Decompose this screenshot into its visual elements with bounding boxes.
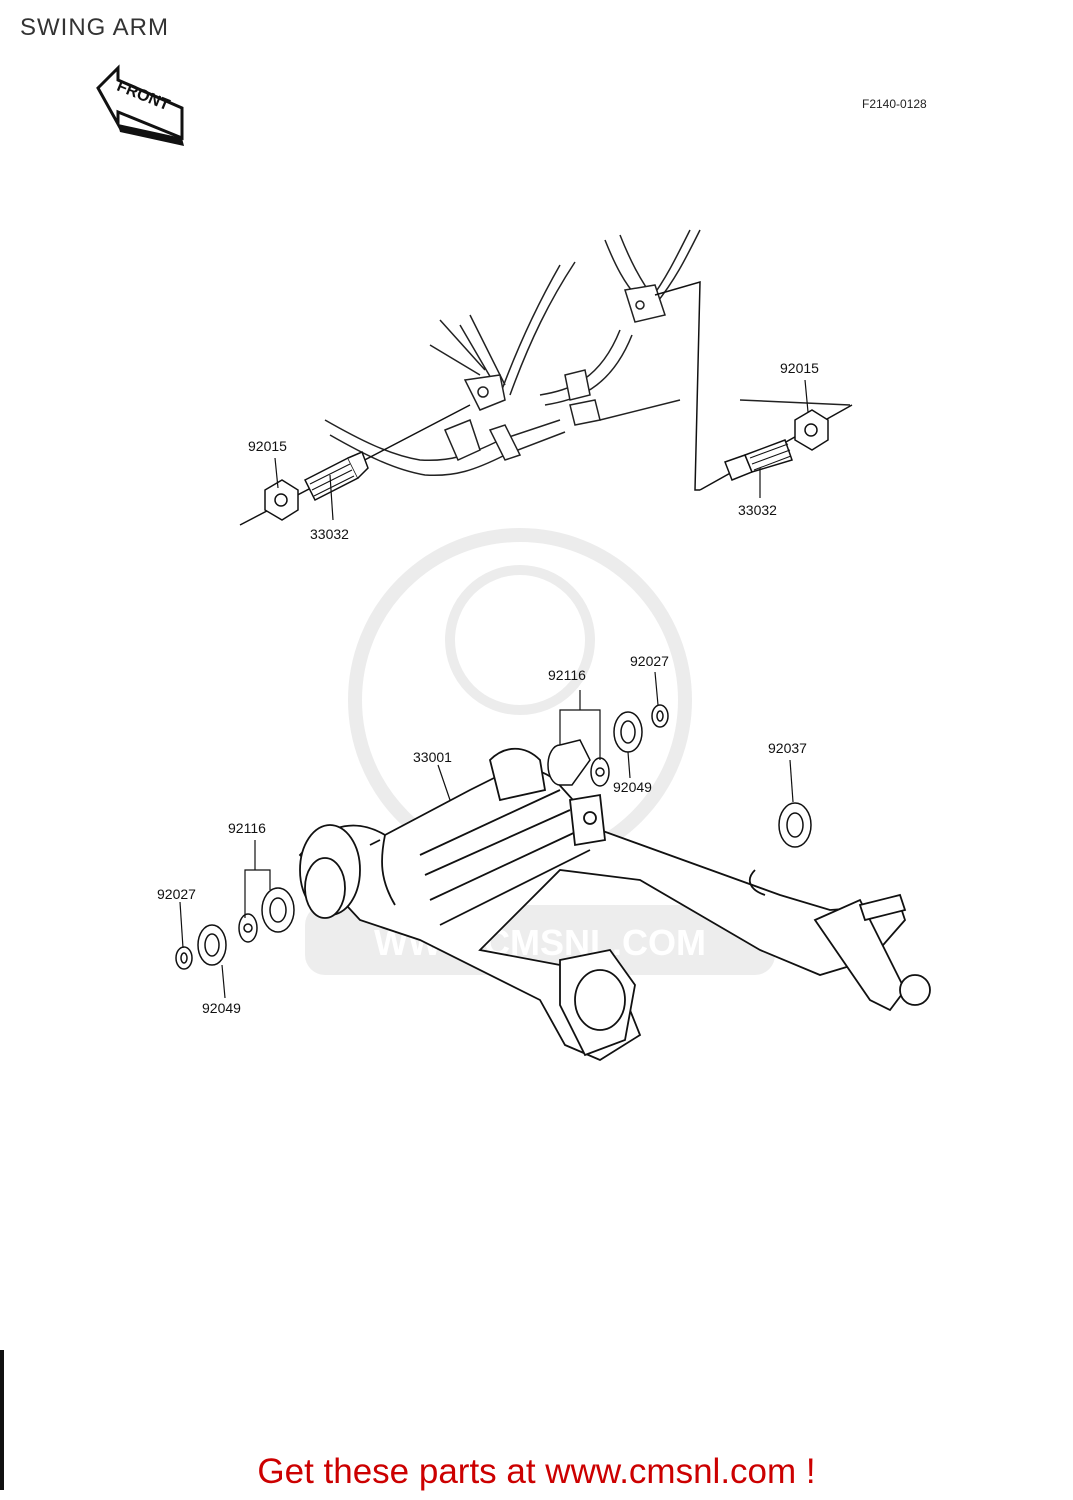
label-92116-top: 92116 bbox=[548, 667, 586, 683]
label-92049-left: 92049 bbox=[202, 1000, 241, 1016]
label-92027-left: 92027 bbox=[157, 886, 196, 902]
swing-arm bbox=[298, 747, 931, 1062]
pivot-assembly-left bbox=[239, 404, 471, 526]
label-92049-top: 92049 bbox=[613, 779, 652, 795]
frame-section bbox=[324, 229, 851, 477]
leader-lines-upper bbox=[274, 379, 809, 521]
bearing-set-left bbox=[175, 887, 295, 970]
scan-edge-mark bbox=[0, 1350, 4, 1490]
footer-link[interactable]: Get these parts at www.cmsnl.com ! bbox=[257, 1452, 816, 1491]
label-92015-right: 92015 bbox=[780, 360, 819, 376]
pivot-assembly-right bbox=[654, 280, 853, 491]
label-33001: 33001 bbox=[413, 749, 452, 765]
diagram-code: F2140-0128 bbox=[862, 97, 927, 111]
bearing-set-top bbox=[547, 704, 812, 848]
label-92027-top: 92027 bbox=[630, 653, 669, 669]
front-arrow-icon: FRONT bbox=[96, 64, 184, 146]
page-title: SWING ARM bbox=[20, 14, 170, 41]
label-92116-left: 92116 bbox=[228, 820, 266, 836]
leader-lines-lower bbox=[179, 671, 794, 999]
label-33032-left: 33032 bbox=[310, 526, 349, 542]
label-92015-left: 92015 bbox=[248, 438, 287, 454]
label-33032-right: 33032 bbox=[738, 502, 777, 518]
label-92037: 92037 bbox=[768, 740, 807, 756]
